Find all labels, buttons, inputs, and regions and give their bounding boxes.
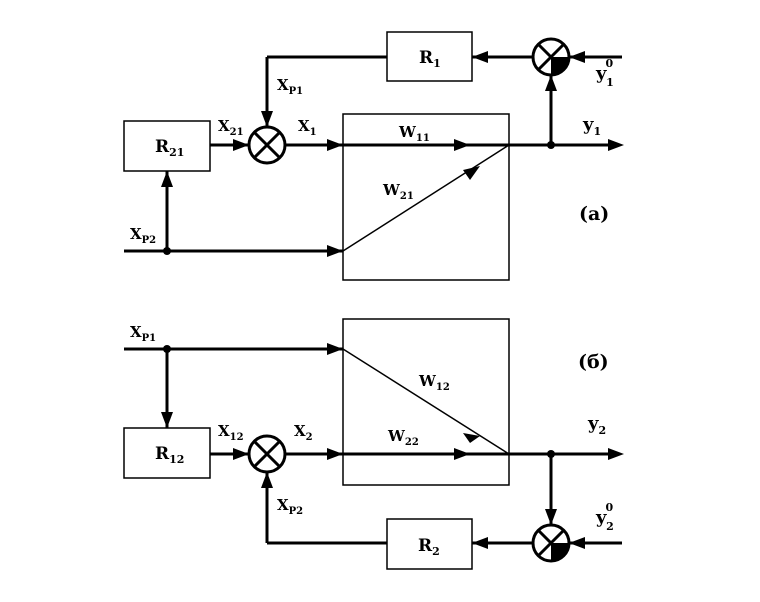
arrowhead xyxy=(327,448,343,460)
arrowhead xyxy=(161,412,173,428)
diagram-a-label: (а) xyxy=(579,203,609,225)
xp2-label-a: XP2 xyxy=(130,225,156,246)
y2-label: y2 xyxy=(587,413,606,437)
r1-block xyxy=(386,31,473,82)
w21-label: W21 xyxy=(382,181,414,202)
arrowhead xyxy=(327,343,343,355)
arrowhead xyxy=(261,472,273,488)
r1-label: R1 xyxy=(419,48,441,70)
arrowhead xyxy=(545,509,557,525)
w12-label: W12 xyxy=(418,372,450,393)
junction-dot-xp1 xyxy=(163,345,171,353)
line-w21 xyxy=(342,144,510,252)
x21-label: X21 xyxy=(218,117,244,138)
xp1-label-b: XP1 xyxy=(130,323,156,344)
arrowhead xyxy=(327,139,343,151)
junction-dot-y2 xyxy=(547,450,555,458)
r12-label: R12 xyxy=(155,444,184,466)
sum-junction-x2 xyxy=(247,434,287,474)
x1-label: X1 xyxy=(298,117,317,138)
arrowhead xyxy=(233,139,249,151)
arrowhead xyxy=(608,139,624,151)
junction-dot-y1 xyxy=(547,141,555,149)
arrowhead xyxy=(233,448,249,460)
comparator-y2 xyxy=(531,523,571,563)
w22-label: W22 xyxy=(387,427,419,448)
arrowhead xyxy=(463,433,480,443)
x12-label: X12 xyxy=(218,422,244,443)
arrowhead xyxy=(472,537,488,549)
arrowhead xyxy=(569,537,585,549)
line-w12 xyxy=(342,348,510,455)
r21-label: R21 xyxy=(155,137,184,159)
junction-dot-xp2 xyxy=(163,247,171,255)
diagram-b-label: (б) xyxy=(578,351,609,373)
arrowhead xyxy=(463,166,480,180)
comparator-y1 xyxy=(531,37,571,77)
xp1-label-a: XP1 xyxy=(277,76,303,97)
r2-block xyxy=(386,518,473,570)
arrowhead xyxy=(161,171,173,187)
arrowhead xyxy=(472,51,488,63)
arrowhead xyxy=(327,245,343,257)
sum-junction-x1 xyxy=(247,125,287,165)
w11-label: W11 xyxy=(398,123,430,144)
arrowhead xyxy=(261,111,273,127)
y1-label: y1 xyxy=(582,114,601,138)
arrowhead xyxy=(454,448,470,460)
xp2-label-b: XP2 xyxy=(277,496,303,517)
x2-label: X2 xyxy=(294,422,313,443)
arrowhead xyxy=(569,51,585,63)
r12-block xyxy=(123,427,211,479)
plant-box-a xyxy=(342,113,510,281)
r2-label: R2 xyxy=(418,536,440,558)
arrowhead xyxy=(608,448,624,460)
arrowhead xyxy=(545,75,557,91)
arrowhead xyxy=(454,139,470,151)
